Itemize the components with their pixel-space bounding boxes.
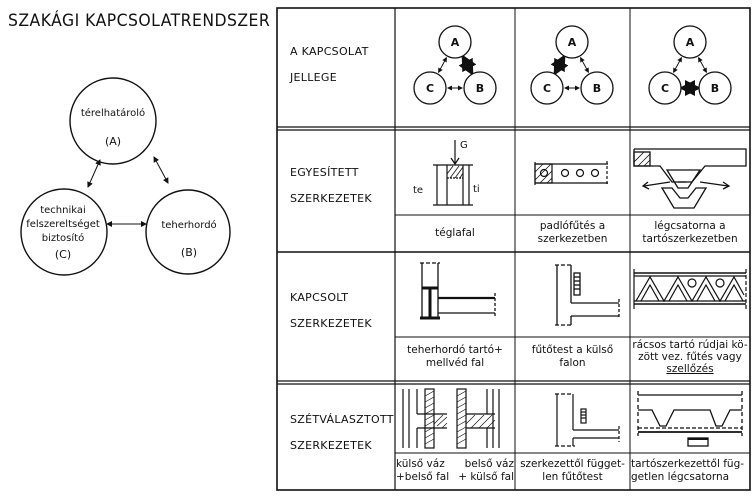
caption-line: külső váz [396,458,445,470]
node-a-letter: A [451,36,460,49]
figure-brick-wall: G te ti [413,140,480,206]
node-b-circle [698,71,732,105]
caption-line: szerkezettől függet- [520,458,625,470]
system-relationship-diagram: térelhatároló (A) teherhordó (B) technik… [20,77,231,276]
node-c-letter: C [426,82,434,95]
node-a-circle [438,25,472,59]
row-label-line: SZERKEZETEK [290,317,372,330]
figure-independent-radiator [555,393,620,447]
node-a-label: térelhatároló [81,107,145,119]
node-a-letter: A [568,36,577,49]
row-label-connected: KAPCSOLT SZERKEZETEK [290,285,372,337]
node-b-letter: B [593,82,601,95]
node-c-label-2: felszereltséget [26,218,100,230]
inner-temp-label: ti [473,184,480,195]
caption-outer-frame: külső váz +belső fal [396,458,454,484]
figure-beam-parapet [420,262,496,320]
figure-truss-duct [633,269,747,309]
caption-independent-radiator: szerkezettől függet- len fűtőtest [515,458,630,484]
caption-inner-frame: belső váz + külső fal [456,458,514,484]
node-c-letter: C [661,82,669,95]
caption-line: getlen légcsatorna [631,471,730,483]
triangle-figure-a-b: A B C [413,25,497,105]
node-b-letter: B [711,82,719,95]
node-b-letter: B [476,82,484,95]
figure-radiator-outer-wall [555,264,620,326]
row-label-line: SZERKEZETEK [290,439,372,452]
node-b-circle [463,71,497,105]
caption-line: fűtőtest a külső [531,344,614,356]
node-a-circle [555,25,589,59]
caption-line: téglafal [435,227,475,239]
node-b-label: teherhordó [161,219,216,231]
node-c-circle [20,188,108,276]
caption-line: + külső fal [458,471,514,483]
caption-line: rácsos tartó rúdjai kö- [632,339,748,351]
node-c-label-3: biztosító [42,232,84,244]
caption-line: zött vez. fűtés vagy [638,351,742,363]
figure-independent-duct [637,391,743,447]
node-b-circle [145,189,231,275]
caption-truss-duct: rácsos tartó rúdjai kö- zött vez. fűtés … [630,339,750,375]
row-label-connection-type: A KAPCSOLAT JELLEGE [290,39,369,91]
node-a-letter: A [686,36,695,49]
node-b-circle [580,71,614,105]
figure-air-duct-in-structure [633,148,747,209]
figure-floor-heating [534,161,608,186]
link-a-c [550,54,569,76]
caption-floor-heating: padlófűtés a szerkezetben [515,220,630,246]
caption-line: mellvéd fal [425,357,485,369]
link-a-b [580,56,589,74]
node-c-circle [413,71,447,105]
node-c-letter: (C) [55,248,71,261]
link-a-c [673,56,682,74]
caption-line: falon [559,357,586,369]
node-a-circle [69,77,157,165]
row-label-line: JELLEGE [290,71,337,84]
node-c-circle [530,71,564,105]
caption-beam-parapet: teherhordó tartó+ mellvéd fal [395,344,515,370]
node-c-letter: C [543,82,551,95]
row-label-line: KAPCSOLT [290,291,349,304]
link-a-b [153,156,169,184]
caption-line: len fűtőtest [542,471,603,483]
caption-line: tartószerkezettől füg- [631,458,745,470]
node-b-letter: (B) [181,246,197,259]
node-a-letter: (A) [105,135,121,148]
row-label-line: EGYESÍTETT [290,166,359,179]
caption-line: szellőzés [666,363,714,375]
outer-temp-label: te [413,185,423,196]
row-label-separated: SZÉTVÁLASZTOTT SZERKEZETEK [290,407,394,459]
caption-line: tartószerkezetben [642,233,738,245]
caption-radiator-outer-wall: fűtőtest a külső falon [515,344,630,370]
row-label-line: SZERKEZETEK [290,192,372,205]
caption-line: teherhordó tartó+ [407,344,503,356]
node-c-circle [648,71,682,105]
caption-independent-duct: tartószerkezettől füg- getlen légcsatorn… [631,458,750,484]
row-label-unified: EGYESÍTETT SZERKEZETEK [290,160,372,212]
link-a-c [87,159,101,188]
caption-air-duct: légcsatorna a tartószerkezetben [630,220,750,246]
triangle-figure-c-b: A B C [648,25,732,105]
link-a-b [458,54,477,76]
caption-line: légcsatorna a [654,220,726,232]
node-c-label-1: technikai [40,205,86,216]
page-title: SZAKÁGI KAPCSOLATRENDSZER [8,11,271,31]
caption-brick-wall: téglafal [395,227,515,240]
row-label-line: A KAPCSOLAT [290,45,369,58]
figure-separated-frames [402,388,500,449]
row-label-line: SZÉTVÁLASZTOTT [290,413,394,426]
caption-line: padlófűtés a [539,220,606,232]
node-a-circle [673,25,707,59]
triangle-figure-a-c: A B C [530,25,614,105]
link-a-c [438,56,447,74]
link-a-b [698,56,707,74]
load-label: G [460,140,468,151]
caption-line: belső váz [464,458,514,470]
caption-line: szerkezetben [537,233,608,245]
caption-line: +belső fal [396,471,450,483]
